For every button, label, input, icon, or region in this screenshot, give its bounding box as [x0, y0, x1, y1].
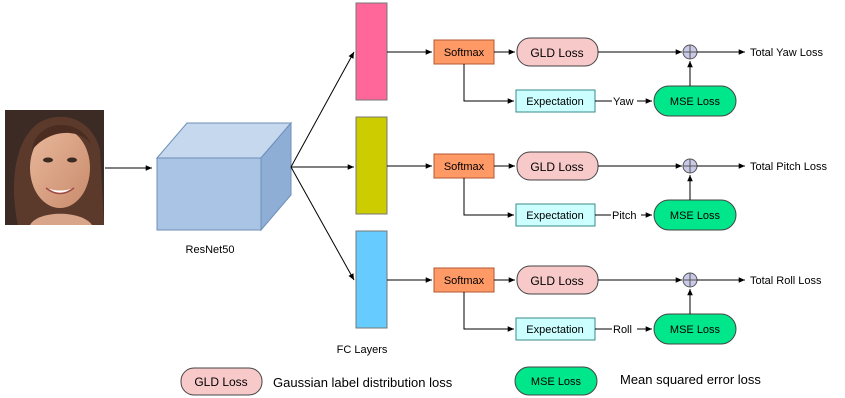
expectation-label: Expectation: [526, 96, 583, 108]
legend-mse-box-label: MSE Loss: [531, 376, 582, 388]
softmax-to-expectation-arrow: [463, 292, 514, 332]
expectation-label: Expectation: [526, 210, 583, 222]
gld-loss-label: GLD Loss: [530, 160, 583, 174]
mse-loss-box: [653, 85, 737, 117]
fc-layer-pitch: [355, 116, 388, 215]
resnet-cube: [155, 121, 293, 232]
total-loss-label: Total Yaw Loss: [750, 47, 823, 59]
legend-gld-box: [180, 367, 263, 396]
legend-gld-description: Gaussian label distribution loss: [273, 375, 453, 390]
gld-loss-label: GLD Loss: [530, 274, 583, 288]
fc-layer-yaw: [355, 2, 388, 101]
mse-loss-label: MSE Loss: [670, 324, 721, 336]
total-loss-label: Total Roll Loss: [750, 275, 822, 287]
softmax-to-expectation-arrow: [463, 64, 514, 104]
softmax-label: Softmax: [444, 275, 485, 287]
legend-gld-box-label: GLD Loss: [194, 375, 247, 389]
fc-layer-roll: [355, 230, 388, 329]
mse-loss-box: [653, 313, 737, 345]
softmax-label: Softmax: [444, 161, 485, 173]
branch-roll: Softmax GLD Loss Total Roll Loss Expecta…: [387, 265, 822, 345]
legend-mse-description: Mean squared error loss: [620, 372, 761, 387]
mse-loss-box: [653, 199, 737, 231]
branch-pitch: Softmax GLD Loss Total Pitch Loss Expect…: [387, 151, 828, 231]
legend: GLD Loss Gaussian label distribution los…: [180, 366, 761, 396]
softmax-box: [433, 267, 495, 293]
angle-label: Roll: [613, 324, 632, 336]
gld-loss-label: GLD Loss: [530, 46, 583, 60]
angle-label: Pitch: [612, 210, 636, 222]
fc-layers-label: FC Layers: [337, 344, 388, 356]
face-photo-icon: [5, 110, 105, 225]
total-loss-label: Total Pitch Loss: [750, 161, 828, 173]
cube-to-fc-roll-arrow: [290, 166, 355, 281]
softmax-box: [433, 153, 495, 179]
expectation-label: Expectation: [526, 324, 583, 336]
branch-yaw: Softmax GLD Loss Total Yaw Loss Expectat…: [387, 37, 823, 117]
mse-loss-label: MSE Loss: [670, 210, 721, 222]
softmax-to-expectation-arrow: [463, 178, 514, 218]
softmax-label: Softmax: [444, 47, 485, 59]
angle-label: Yaw: [613, 96, 634, 108]
mse-loss-label: MSE Loss: [670, 96, 721, 108]
resnet-label: ResNet50: [186, 244, 235, 256]
legend-mse-box: [514, 366, 598, 396]
cube-to-fc-yaw-arrow: [290, 51, 355, 168]
